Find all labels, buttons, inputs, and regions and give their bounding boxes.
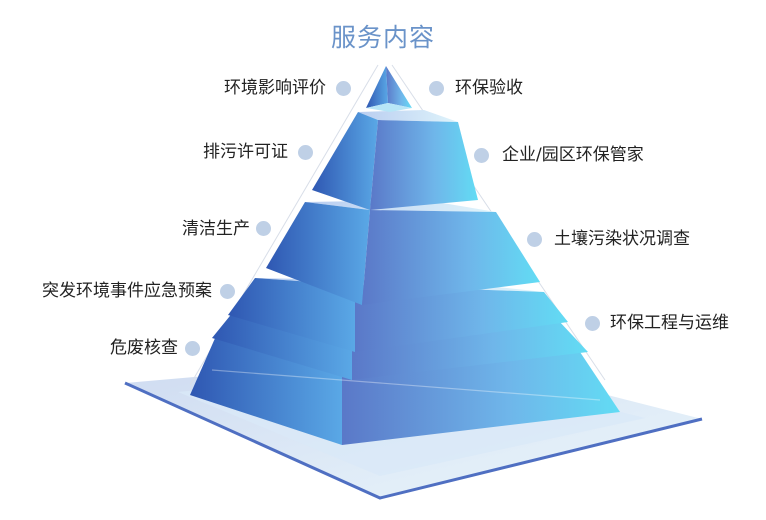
tier-1-right	[370, 120, 478, 210]
label-right-4: 环保工程与运维	[610, 313, 729, 333]
diagram-title: 服务内容	[330, 23, 435, 52]
label-left-5: 危废核查	[110, 338, 178, 358]
apex-left	[366, 66, 388, 108]
label-left-3: 清洁生产	[182, 219, 250, 239]
marker-dot-left-3	[256, 221, 271, 236]
label-right-2: 企业/园区环保管家	[502, 145, 644, 165]
tier-1-left	[312, 112, 378, 210]
label-left-4: 突发环境事件应急预案	[42, 281, 212, 301]
marker-dot-right-4	[585, 316, 600, 331]
apex-base	[366, 103, 412, 112]
marker-dot-right-1	[429, 81, 444, 96]
tier-2-left	[266, 202, 370, 305]
marker-dot-right-2	[474, 148, 489, 163]
marker-dot-left-5	[185, 341, 200, 356]
marker-dot-right-3	[527, 232, 542, 247]
tier-highlight	[211, 369, 601, 401]
label-right-1: 环保验收	[455, 78, 523, 98]
marker-dot-left-4	[220, 284, 235, 299]
label-left-1: 环境影响评价	[224, 78, 326, 98]
base-outline	[124, 381, 703, 500]
apex-right	[386, 66, 412, 108]
tier-3-right	[355, 285, 568, 352]
marker-dot-left-2	[298, 145, 313, 160]
marker-dot-left-1	[336, 81, 351, 96]
label-right-3: 土壤污染状况调查	[554, 229, 690, 249]
tier-3-left	[228, 278, 355, 352]
tier-1-top	[358, 110, 458, 122]
tier-2-right	[362, 210, 540, 305]
label-left-2: 排污许可证	[203, 142, 288, 162]
